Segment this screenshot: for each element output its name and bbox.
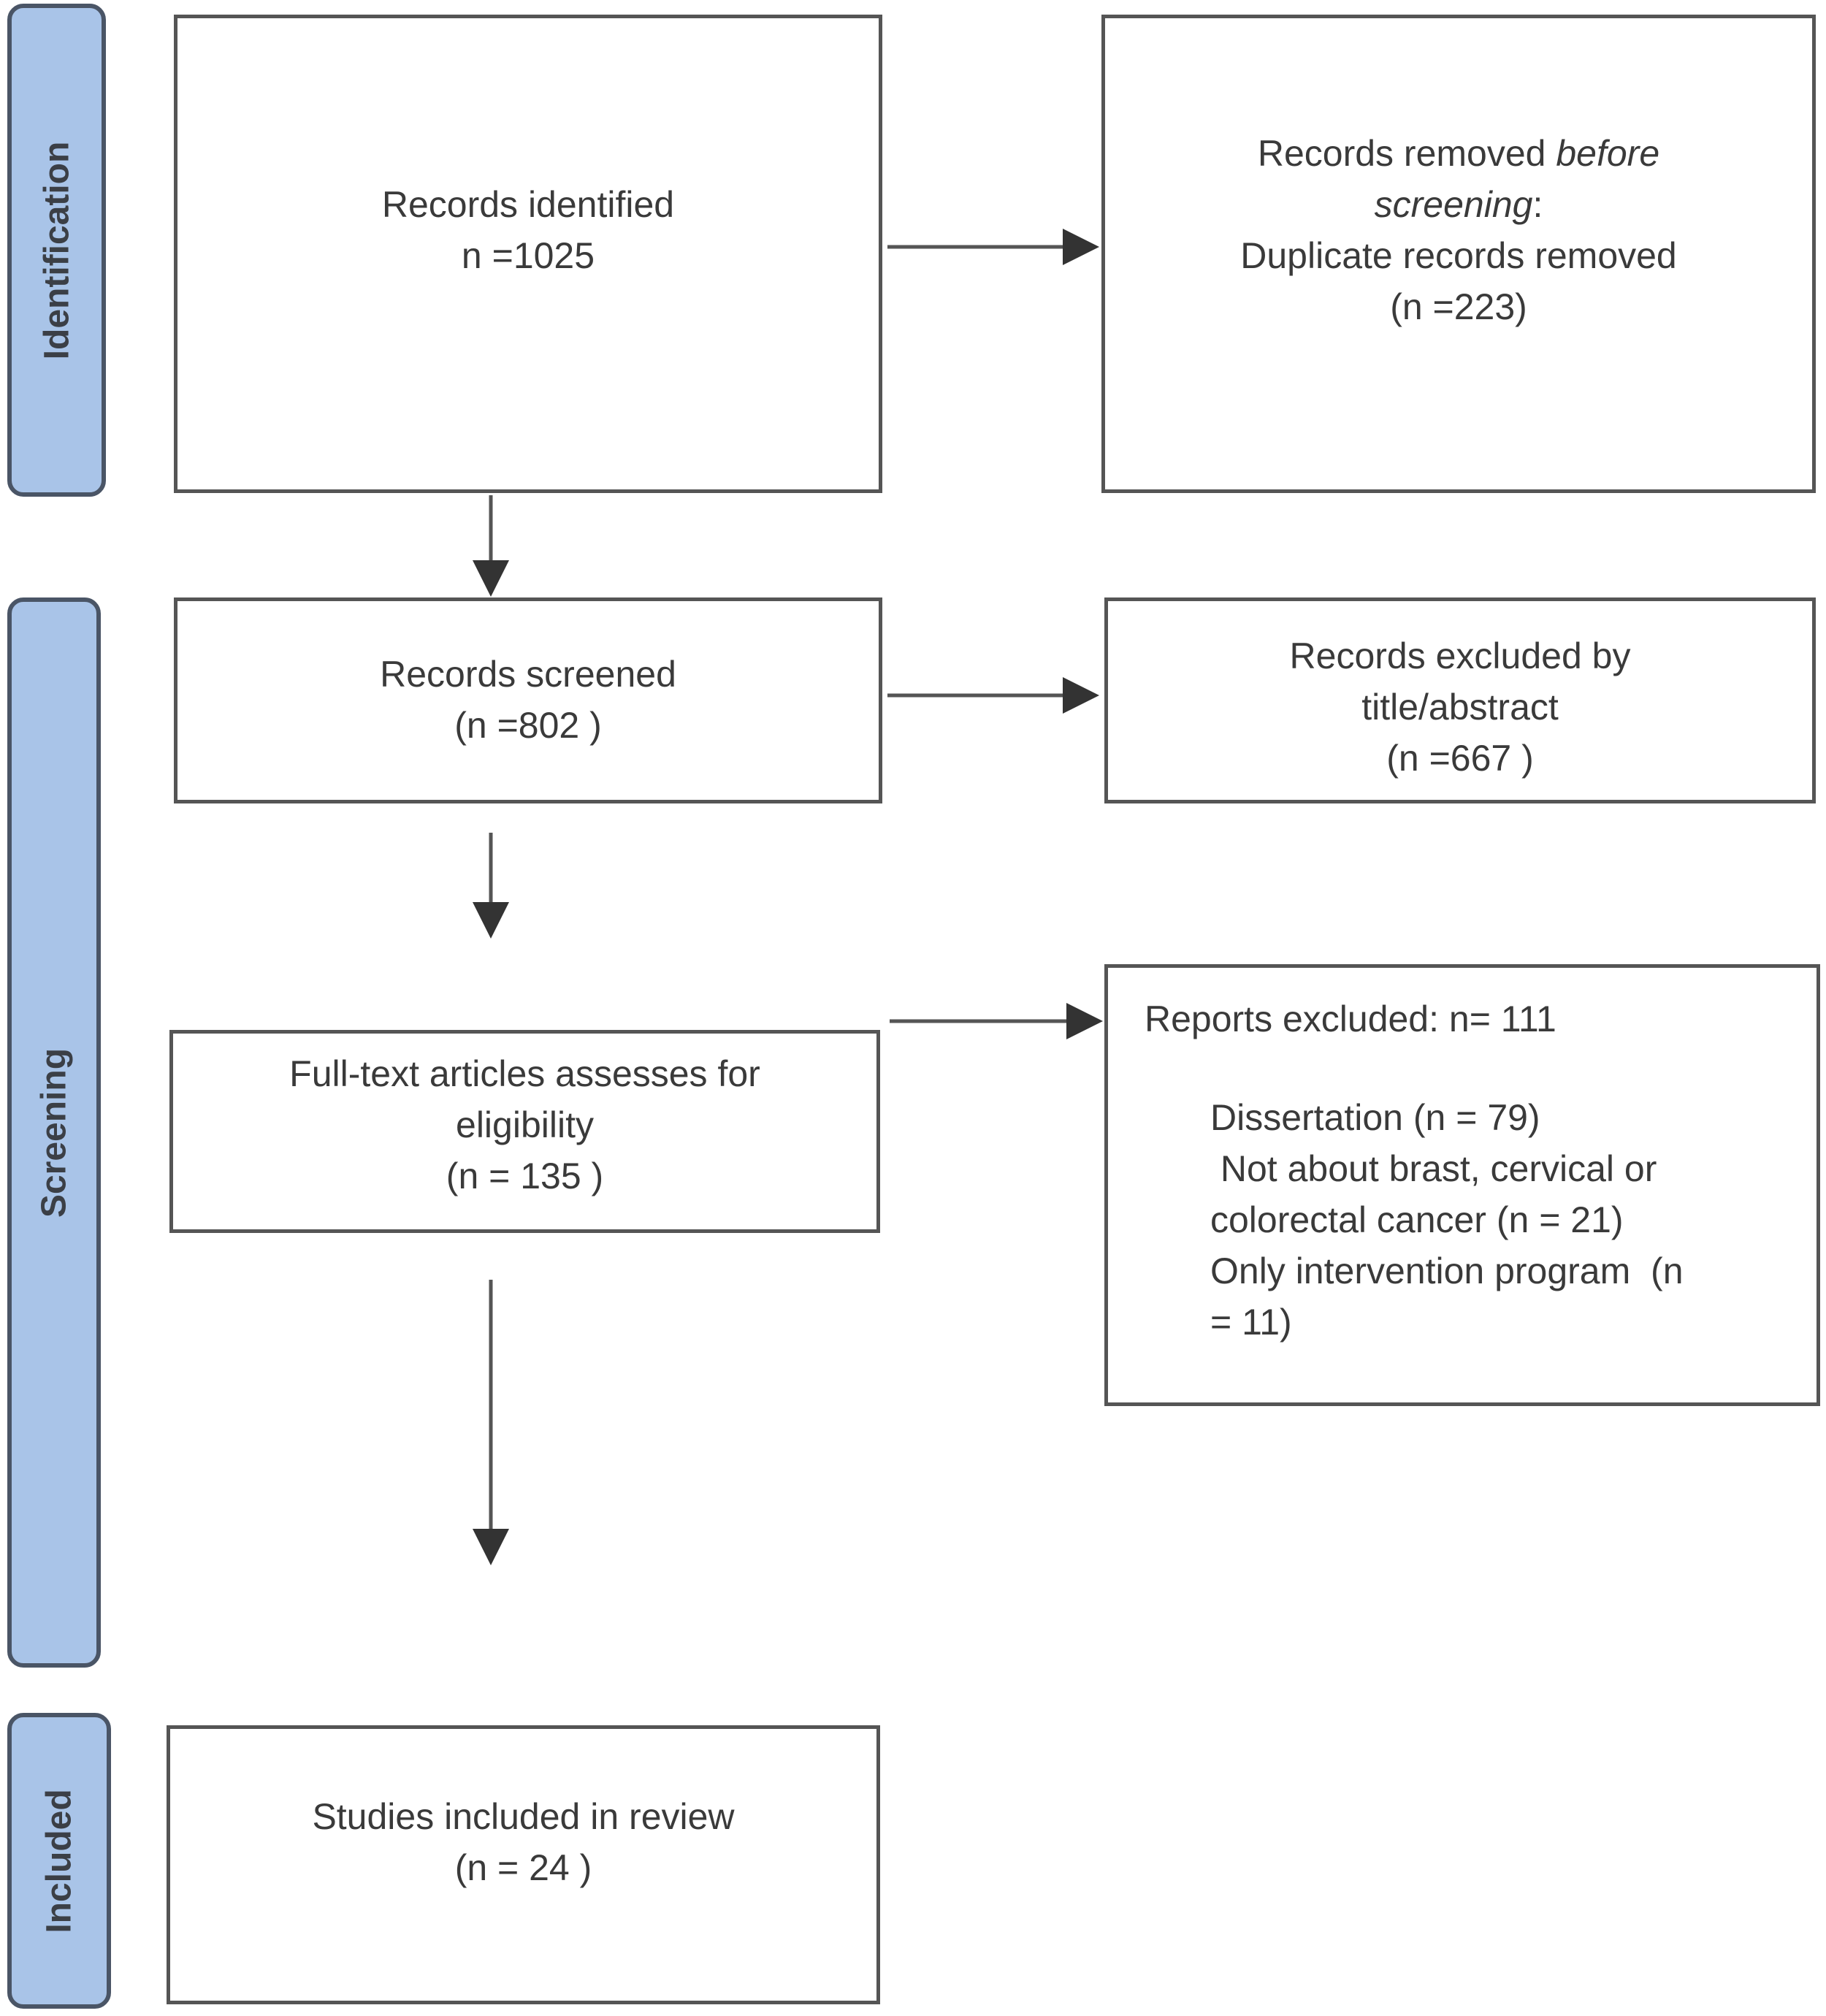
reports-excluded-reason1: Dissertation (n = 79) bbox=[1210, 1097, 1540, 1138]
records-excluded-line1: Records excluded by bbox=[1289, 635, 1631, 676]
records-removed-line3: Duplicate records removed bbox=[1240, 235, 1677, 276]
fulltext-line1: Full-text articles assesses for bbox=[289, 1053, 760, 1094]
records-removed-line2-suffix: : bbox=[1532, 184, 1543, 225]
phase-identification: Identification bbox=[7, 4, 106, 497]
records-removed-count: (n =223) bbox=[1390, 286, 1527, 327]
records-removed-line1: Records removed bbox=[1257, 133, 1556, 174]
studies-included-box: Studies included in review (n = 24 ) bbox=[167, 1725, 880, 2004]
records-removed-box: Records removed before screening: Duplic… bbox=[1101, 15, 1816, 493]
records-removed-line2-italic: screening bbox=[1374, 184, 1533, 225]
reports-excluded-heading: Reports excluded: n= 111 bbox=[1145, 999, 1556, 1039]
records-screened-title: Records screened bbox=[380, 654, 676, 695]
phase-included: Included bbox=[7, 1713, 111, 2009]
reports-excluded-reason2b: colorectal cancer (n = 21) bbox=[1210, 1199, 1624, 1240]
studies-included-count: (n = 24 ) bbox=[454, 1847, 592, 1888]
reports-excluded-reason3a: Only intervention program (n bbox=[1210, 1251, 1684, 1291]
reports-excluded-reason2a: Not about brast, cervical or bbox=[1210, 1148, 1657, 1189]
phase-screening: Screening bbox=[7, 597, 101, 1668]
studies-included-title: Studies included in review bbox=[312, 1796, 735, 1837]
fulltext-line2: eligibility bbox=[456, 1104, 594, 1145]
records-identified-title: Records identified bbox=[381, 184, 675, 225]
records-identified-box: Records identified n =1025 bbox=[174, 15, 882, 493]
records-excluded-count: (n =667 ) bbox=[1386, 738, 1534, 779]
records-excluded-box: Records excluded by title/abstract (n =6… bbox=[1104, 597, 1816, 803]
records-removed-line1-italic: before bbox=[1556, 133, 1660, 174]
reports-excluded-box: Reports excluded: n= 111 Dissertation (n… bbox=[1104, 964, 1820, 1406]
records-screened-count: (n =802 ) bbox=[454, 705, 602, 746]
records-excluded-line2: title/abstract bbox=[1361, 687, 1559, 728]
fulltext-box: Full-text articles assesses for eligibil… bbox=[169, 1030, 880, 1233]
reports-excluded-reason3b: = 11) bbox=[1210, 1302, 1292, 1343]
fulltext-count: (n = 135 ) bbox=[446, 1156, 604, 1196]
records-screened-box: Records screened (n =802 ) bbox=[174, 597, 882, 803]
records-identified-count: n =1025 bbox=[461, 235, 595, 276]
